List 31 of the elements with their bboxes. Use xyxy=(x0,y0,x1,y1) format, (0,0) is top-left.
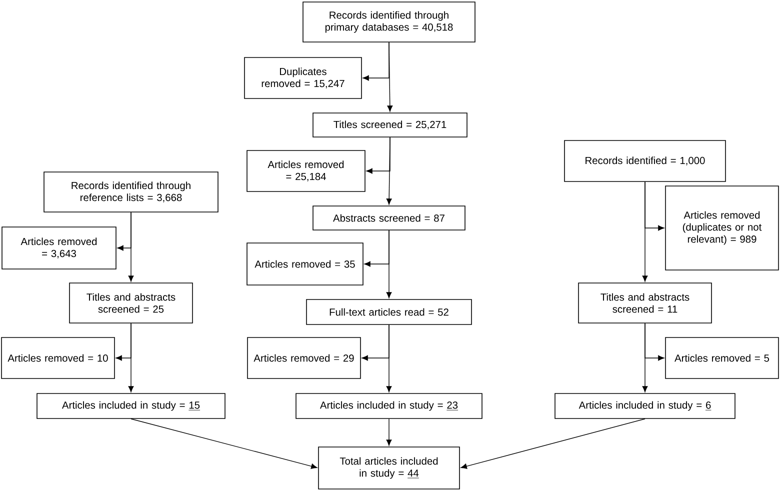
process-box: Articles removed (duplicates or not relevant) = 989 xyxy=(665,186,779,270)
arrow xyxy=(644,182,664,231)
arrow xyxy=(366,137,390,174)
process-box: Articles removed = 29 xyxy=(247,337,361,379)
arrow xyxy=(386,418,392,446)
arrow xyxy=(130,418,318,469)
process-box: Articles removed = 3,643 xyxy=(2,226,116,270)
arrow xyxy=(460,418,646,469)
arrow xyxy=(644,323,664,361)
process-box: Titles and abstracts screened = 25 xyxy=(69,282,193,324)
arrow xyxy=(116,323,132,361)
process-box: Duplicates removed = 15,247 xyxy=(244,57,362,99)
arrow xyxy=(364,230,390,267)
process-box: Total articles included in study = 44 xyxy=(318,446,460,490)
process-box: Articles removed = 10 xyxy=(1,337,115,379)
process-box: Articles included in study = 6 xyxy=(554,393,736,419)
process-box: Records identified through reference lists = 3,668 xyxy=(44,172,218,212)
process-box: Titles and abstracts screened = 11 xyxy=(578,282,712,324)
arrow xyxy=(362,42,390,81)
process-box: Titles screened = 25,271 xyxy=(312,112,468,138)
process-box: Articles removed = 25,184 xyxy=(246,150,366,192)
process-box: Articles removed = 35 xyxy=(246,242,364,286)
process-box: Articles removed = 5 xyxy=(665,337,779,379)
process-box: Articles included in study = 23 xyxy=(296,393,482,419)
process-box: Records identified through primary databases = 40,518 xyxy=(302,2,476,42)
arrow xyxy=(362,324,390,361)
process-box: Full-text articles read = 52 xyxy=(306,299,472,325)
process-box: Abstracts screened = 87 xyxy=(312,206,466,230)
process-box: Records identified = 1,000 xyxy=(564,140,726,182)
process-box: Articles included in study = 15 xyxy=(36,393,226,419)
arrow xyxy=(117,212,132,251)
